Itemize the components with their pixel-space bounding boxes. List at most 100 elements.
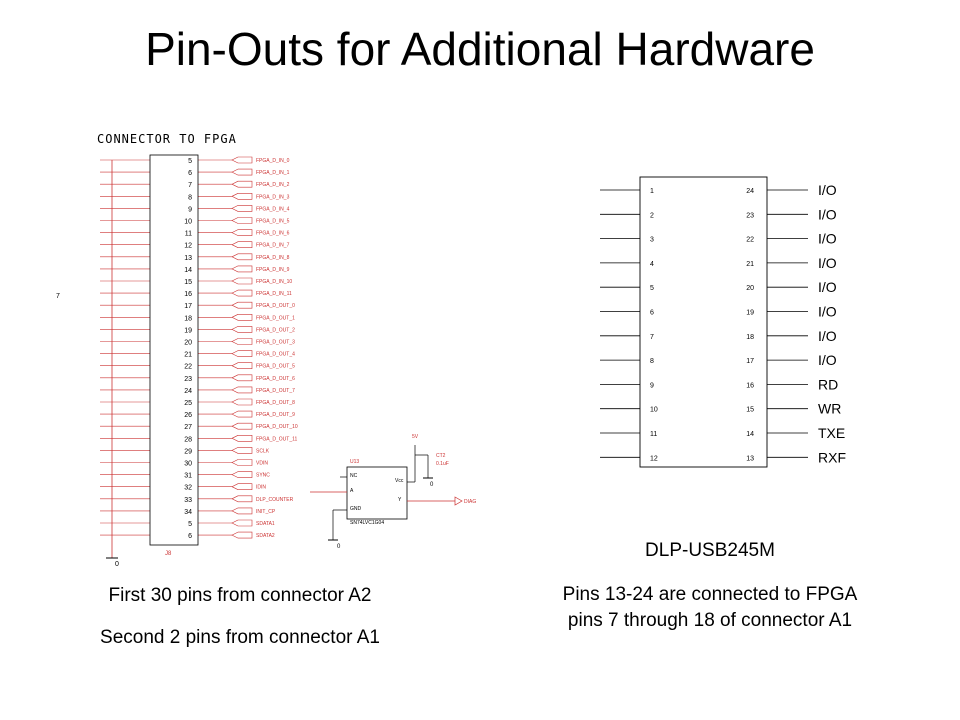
connector-pin-label: 7 (188, 182, 192, 189)
pin-signal: I/O (818, 279, 837, 295)
connector-pin-label: 13 (184, 255, 192, 262)
pin-number-left: 4 (650, 261, 654, 268)
connector-pin-label: 27 (184, 424, 192, 431)
signal-label: FPGA_D_OUT_9 (256, 412, 295, 418)
connector-pin-label: 6 (188, 533, 192, 540)
net-flag (231, 362, 253, 369)
ground-symbol: 0 (106, 545, 119, 568)
net-flag (231, 289, 253, 297)
signal-label: FPGA_D_OUT_4 (256, 352, 295, 358)
signal-label: FPGA_D_OUT_10 (256, 424, 298, 430)
net-flag (231, 314, 253, 321)
net-flag (231, 265, 253, 273)
net-flag (231, 435, 253, 442)
usb245m-body (639, 176, 768, 468)
net-flag (231, 398, 253, 406)
pin-number-left: 10 (650, 407, 658, 414)
net-flag (231, 326, 253, 333)
net-flag (231, 531, 253, 539)
signal-label: INIT_CP (256, 509, 276, 515)
pin-number-right: 18 (746, 334, 754, 341)
connector-pin-label: 8 (188, 194, 192, 201)
buffer-ground-label: 0 (337, 544, 341, 550)
connector-pin-label: 20 (184, 340, 192, 347)
pin-number-left: 1 (650, 188, 654, 195)
device-name: DLP-USB245M (645, 540, 775, 561)
right-note: Pins 13-24 are connected to FPGA pins 7 … (562, 584, 858, 631)
buffer-pin-y: Y (398, 497, 402, 503)
signal-label: SCLK (256, 448, 270, 454)
connector-pin-label: 10 (184, 219, 192, 226)
connector-pin-label: 19 (184, 327, 192, 334)
stray-label: 7 (56, 293, 60, 300)
connector-pin-label: 25 (184, 400, 192, 407)
connector-pins: 5678910111213141516171819202122232425262… (184, 158, 192, 540)
connector-pin-label: 9 (188, 206, 192, 213)
supply-label: 5V (412, 434, 419, 440)
signal-label: SYNC (256, 473, 270, 479)
signal-label: FPGA_D_IN_0 (256, 158, 290, 164)
pin-number-right: 17 (746, 358, 754, 365)
net-flag (231, 301, 253, 309)
signal-labels: FPGA_D_IN_0FPGA_D_IN_1FPGA_D_IN_2FPGA_D_… (256, 158, 298, 539)
net-flag (231, 447, 253, 454)
signal-label: FPGA_D_IN_7 (256, 243, 290, 249)
signal-label: FPGA_D_OUT_1 (256, 315, 295, 321)
connector-wires (100, 156, 253, 545)
signal-label: IDIN (256, 485, 266, 491)
pin-signal: I/O (818, 328, 837, 344)
connector-ref: J8 (165, 551, 172, 557)
net-flag (231, 217, 253, 224)
pin-signal: TXE (818, 425, 845, 441)
signal-label: FPGA_D_OUT_0 (256, 303, 295, 309)
connector-pin-label: 28 (184, 436, 192, 443)
pin-number-right: 15 (746, 407, 754, 414)
signal-label: FPGA_D_IN_9 (256, 267, 290, 273)
signal-label: FPGA_D_OUT_8 (256, 400, 295, 406)
signal-label: FPGA_D_OUT_7 (256, 388, 295, 394)
buffer-part: SN74LVC1G04 (350, 520, 384, 526)
connector-pin-label: 11 (185, 231, 192, 238)
signal-label: FPGA_D_IN_4 (256, 206, 290, 212)
caption-left-line2: Second 2 pins from connector A1 (100, 627, 380, 648)
pin-number-right: 23 (746, 212, 754, 219)
connector-pin-label: 22 (184, 364, 192, 371)
signal-label: FPGA_D_OUT_6 (256, 376, 295, 382)
page-title: Pin-Outs for Additional Hardware (145, 23, 815, 75)
connector-pin-label: 29 (184, 448, 192, 455)
pin-signal: I/O (818, 231, 837, 247)
pin-signal: WR (818, 401, 841, 417)
connector-pin-label: 6 (188, 170, 192, 177)
connector-body (149, 154, 199, 546)
signal-label: FPGA_D_OUT_3 (256, 340, 295, 346)
net-flag (231, 241, 253, 248)
net-flag (231, 483, 253, 490)
inverter-buffer: U13 NC A GND Vcc Y SN74LVC1G04 0 DIAG 5V… (310, 434, 476, 550)
signal-label: SDATA2 (256, 533, 275, 539)
pin-signal: I/O (818, 206, 837, 222)
signal-label: FPGA_D_IN_11 (256, 291, 292, 297)
signal-label: FPGA_D_IN_6 (256, 231, 290, 237)
signal-label: DLP_COUNTER (256, 497, 294, 503)
pin-number-left: 8 (650, 358, 654, 365)
buffer-pin-nc: NC (350, 473, 358, 479)
net-flag (231, 350, 253, 357)
ground-label: 0 (115, 561, 119, 568)
pin-signal: I/O (818, 304, 837, 320)
signal-label: VDIN (256, 461, 268, 467)
signal-label: FPGA_D_IN_5 (256, 219, 290, 225)
pin-number-left: 2 (650, 212, 654, 219)
connector-pin-label: 21 (184, 352, 192, 359)
buffer-body (346, 466, 408, 520)
connector-pin-label: 16 (184, 291, 192, 298)
buffer-pin-gnd: GND (350, 506, 362, 512)
net-flag (231, 519, 253, 527)
net-flag (231, 459, 253, 466)
pin-number-right: 20 (746, 285, 754, 292)
pin-signal: I/O (818, 255, 837, 271)
signal-label: FPGA_D_IN_1 (256, 170, 290, 176)
net-flag (231, 277, 253, 285)
signal-label: FPGA_D_OUT_5 (256, 364, 295, 370)
